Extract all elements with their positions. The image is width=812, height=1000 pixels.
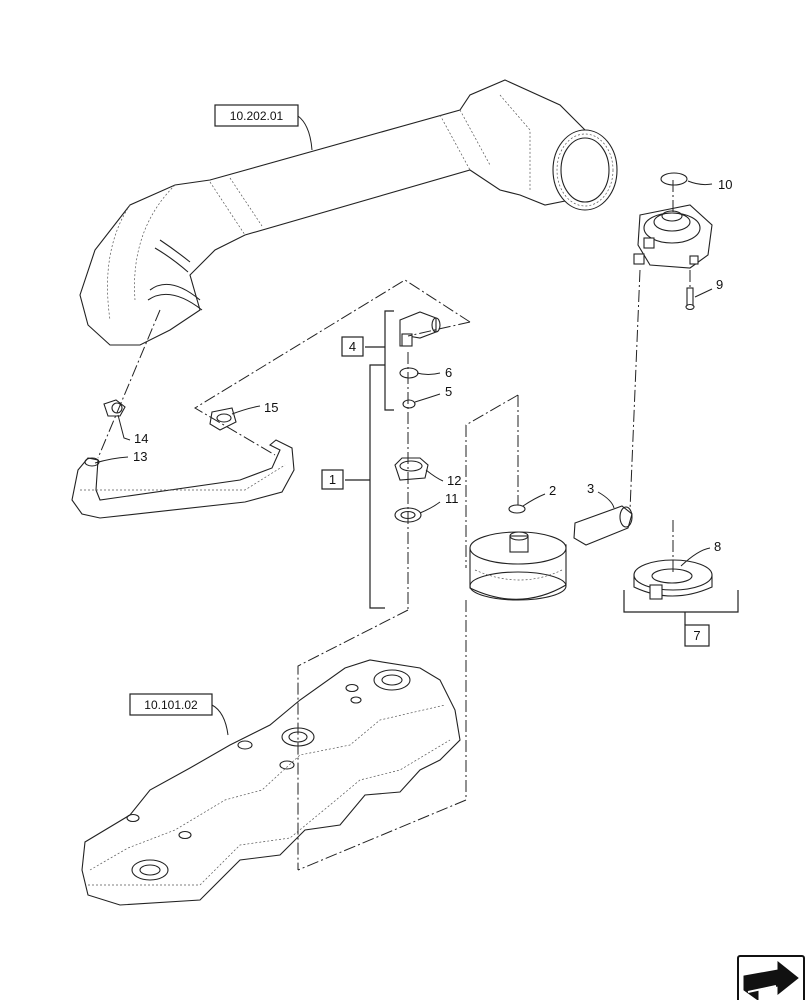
elbow-fitting — [399, 311, 441, 347]
bracket-group-7: 7 — [623, 590, 739, 647]
breather-hose — [71, 439, 295, 519]
hose-clamp-14 — [103, 399, 126, 417]
screw-9 — [685, 287, 695, 311]
bracket-group-4: 4 — [341, 310, 394, 411]
callout-5: 5 — [445, 384, 452, 399]
breather-assembly — [633, 172, 713, 311]
drain-cup-8 — [633, 559, 713, 600]
callout-2: 2 — [549, 483, 556, 498]
seal-6 — [399, 367, 419, 379]
assembly-axes — [97, 180, 691, 871]
callout-10: 10 — [718, 177, 732, 192]
callout-13: 13 — [133, 449, 147, 464]
group-label-1: 1 — [329, 472, 336, 487]
callout-3: 3 — [587, 481, 594, 496]
callout-9: 9 — [716, 277, 723, 292]
separator-cover — [469, 531, 567, 601]
bracket-group-1: 1 — [321, 364, 385, 609]
callout-6: 6 — [445, 365, 452, 380]
o-ring-2 — [508, 504, 526, 514]
callouts: 10 9 6 5 12 11 2 3 8 14 13 15 — [94, 177, 732, 567]
callout-11: 11 — [445, 491, 459, 506]
callout-12: 12 — [447, 473, 461, 488]
air-intake-tube — [79, 79, 618, 346]
reference-lower-label: 10.101.02 — [144, 698, 198, 712]
o-ring-10 — [660, 172, 688, 186]
reference-upper-label: 10.202.01 — [230, 109, 284, 123]
seal-5 — [402, 399, 416, 409]
hose-3 — [573, 505, 633, 546]
group-label-4: 4 — [349, 339, 356, 354]
reference-lower[interactable]: 10.101.02 — [129, 693, 213, 716]
callout-8: 8 — [714, 539, 721, 554]
valve-cover — [81, 659, 461, 906]
reference-upper[interactable]: 10.202.01 — [214, 104, 299, 127]
hose-clamp-15 — [209, 407, 237, 431]
callout-15: 15 — [264, 400, 278, 415]
callout-14: 14 — [134, 431, 148, 446]
group-label-7: 7 — [693, 628, 700, 643]
nut-12 — [394, 457, 429, 481]
next-page-arrow-icon[interactable] — [737, 955, 805, 1000]
